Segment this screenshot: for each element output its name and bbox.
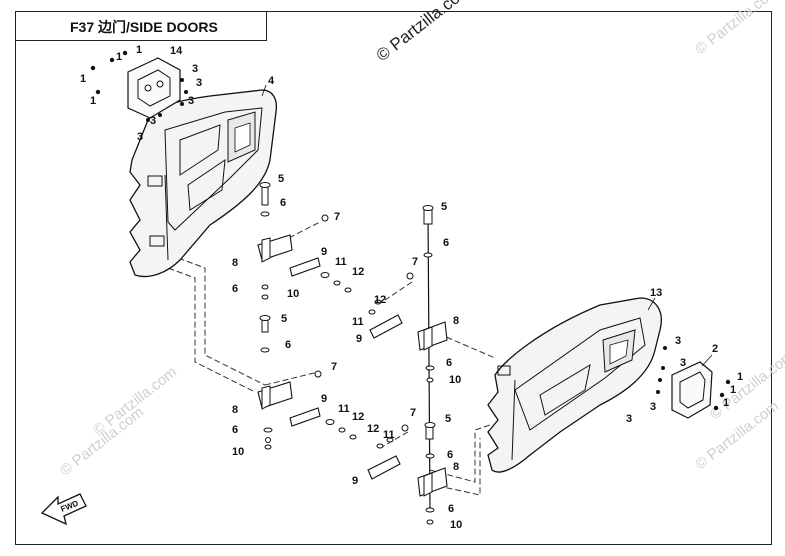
part-label-1: 1 [116, 51, 122, 63]
part-label-6: 6 [285, 339, 291, 351]
part-label-10: 10 [449, 374, 461, 386]
part-label-7: 7 [410, 407, 416, 419]
hinge-hardware [257, 182, 448, 525]
part-label-12: 12 [352, 411, 364, 423]
part-label-7: 7 [331, 361, 337, 373]
fwd-direction-arrow: FWD [40, 493, 87, 526]
part-label-10: 10 [287, 288, 299, 300]
part-label-3: 3 [137, 131, 143, 143]
part-label-1: 1 [723, 397, 729, 409]
part-label-9: 9 [356, 333, 362, 345]
part-label-9: 9 [321, 393, 327, 405]
part-label-10: 10 [232, 446, 244, 458]
watermark-bottom-left: © Partzilla.com [57, 404, 147, 480]
watermark-bottom-right: © Partzilla.com [692, 398, 782, 474]
part-label-6: 6 [446, 357, 452, 369]
part-label-6: 6 [232, 283, 238, 295]
part-label-12: 12 [374, 294, 386, 306]
part-label-2: 2 [712, 343, 718, 355]
leader-lines [261, 84, 713, 367]
part-label-8: 8 [232, 257, 238, 269]
watermark-top-right: © Partzilla.com [692, 0, 782, 58]
part-label-12: 12 [367, 423, 379, 435]
part-label-10: 10 [450, 519, 462, 531]
part-label-11: 11 [383, 429, 395, 441]
part-label-1: 1 [80, 73, 86, 85]
part-label-5: 5 [278, 173, 284, 185]
part-label-7: 7 [334, 211, 340, 223]
part-label-6: 6 [232, 424, 238, 436]
part-label-4: 4 [268, 75, 275, 87]
part-label-11: 11 [335, 256, 347, 268]
part-label-3: 3 [196, 77, 202, 89]
part-label-12: 12 [352, 266, 364, 278]
part-label-1: 1 [136, 44, 142, 56]
part-label-8: 8 [453, 461, 459, 473]
part-label-5: 5 [441, 201, 447, 213]
part-label-6: 6 [443, 237, 449, 249]
part-label-11: 11 [338, 403, 350, 415]
title-box [15, 11, 267, 41]
part-label-5: 5 [281, 313, 287, 325]
part-label-6: 6 [447, 449, 453, 461]
part-label-3: 3 [680, 357, 686, 369]
watermark-mid-left: © Partzilla.com [90, 364, 180, 440]
part-label-3: 3 [675, 335, 681, 347]
bracket-fasteners [90, 50, 731, 411]
part-label-14: 14 [170, 45, 183, 57]
part-label-11: 11 [352, 316, 364, 328]
part-label-13: 13 [650, 287, 662, 299]
part-label-8: 8 [453, 315, 459, 327]
part-label-3: 3 [150, 115, 156, 127]
assembly-guide-lines [159, 221, 496, 496]
part-label-3: 3 [650, 401, 656, 413]
part-label-9: 9 [352, 475, 358, 487]
watermark-main: © Partzilla.com [373, 0, 475, 65]
left-latch-bracket [127, 57, 181, 119]
diagram-frame [15, 11, 772, 545]
left-side-door [129, 89, 278, 278]
part-label-1: 1 [737, 371, 743, 383]
part-label-1: 1 [730, 384, 736, 396]
right-side-door [487, 297, 662, 473]
diagram-title: F37 边门/SIDE DOORS [70, 19, 218, 35]
part-label-5: 5 [445, 413, 451, 425]
right-latch-bracket [671, 361, 713, 419]
part-label-3: 3 [626, 413, 632, 425]
part-label-6: 6 [280, 197, 286, 209]
part-label-9: 9 [321, 246, 327, 258]
part-label-6: 6 [448, 503, 454, 515]
part-label-1: 1 [90, 95, 96, 107]
part-label-8: 8 [232, 404, 238, 416]
part-label-7: 7 [412, 256, 418, 268]
part-label-3: 3 [192, 63, 198, 75]
part-label-3: 3 [188, 95, 194, 107]
